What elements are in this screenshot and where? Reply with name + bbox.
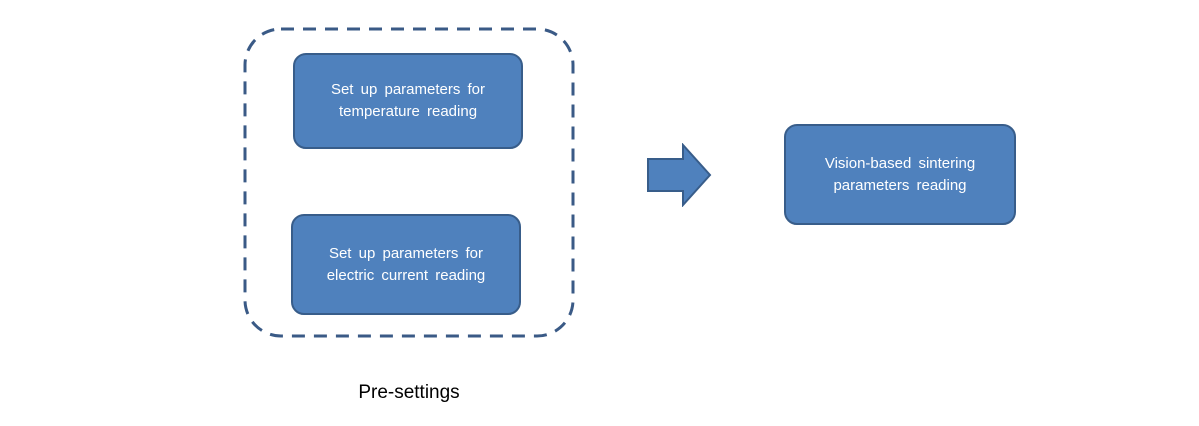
node-temperature-parameters: Set up parameters for temperature readin… bbox=[293, 53, 523, 149]
node-vision-based-label: Vision-based sintering parameters readin… bbox=[824, 154, 976, 194]
node-electric-current-label: Set up parameters for electric current r… bbox=[326, 244, 486, 284]
pre-settings-group-label: Pre-settings bbox=[358, 382, 460, 403]
right-arrow-icon bbox=[647, 143, 712, 207]
right-arrow-shape bbox=[647, 143, 712, 207]
pre-settings-group-frame bbox=[243, 27, 575, 338]
node-vision-based-reading: Vision-based sintering parameters readin… bbox=[784, 124, 1016, 225]
node-temperature-label: Set up parameters for temperature readin… bbox=[330, 81, 486, 120]
dashed-group-border bbox=[243, 27, 575, 338]
node-electric-current-parameters: Set up parameters for electric current r… bbox=[291, 214, 521, 315]
